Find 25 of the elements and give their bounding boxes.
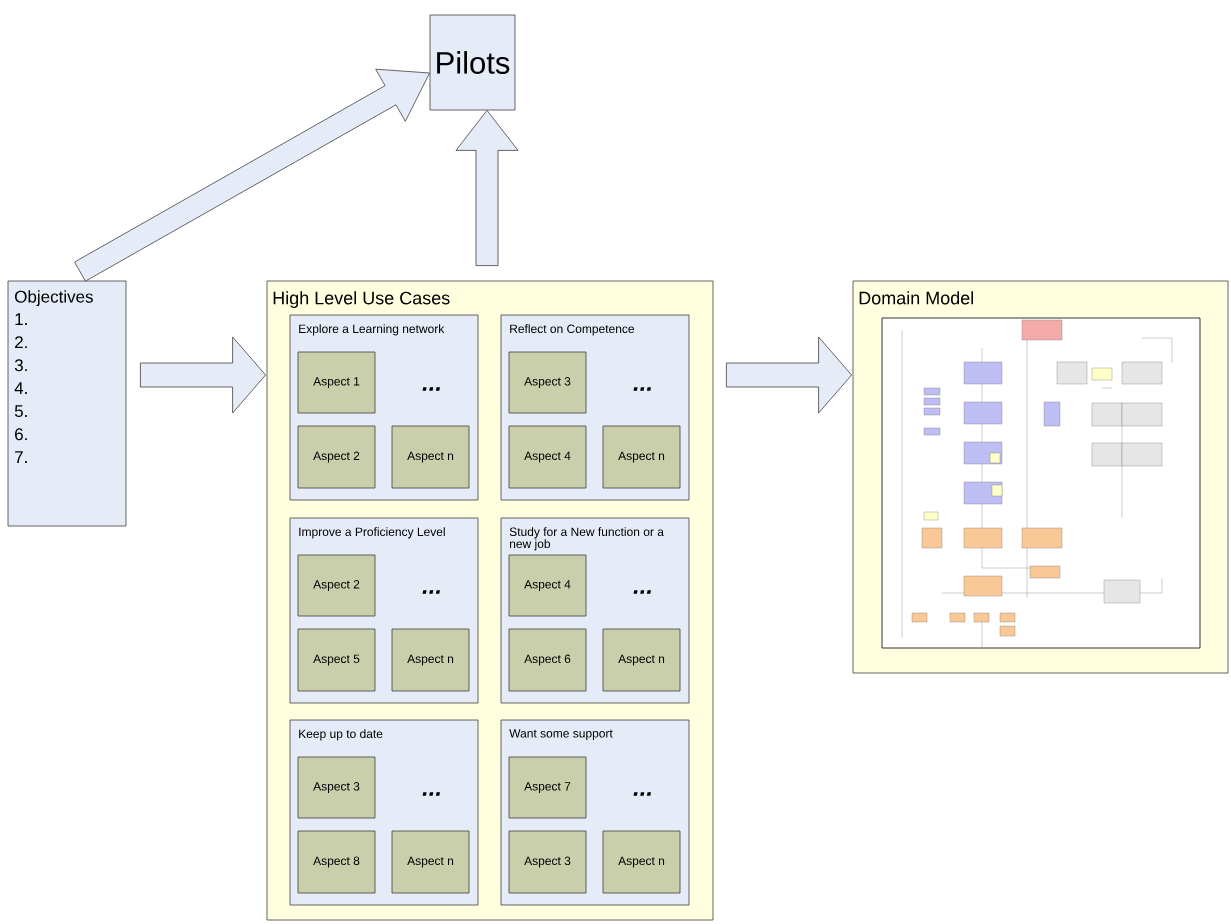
aspect-box: Aspect n (391, 830, 470, 894)
block-arrow (455, 110, 519, 266)
aspect-box: Aspect 1 (297, 351, 376, 414)
aspect-box: Aspect 7 (508, 756, 587, 819)
aspect-box: Aspect 4 (508, 425, 587, 489)
aspect-box: Aspect n (391, 628, 470, 692)
aspect-box: Aspect n (391, 425, 470, 489)
domain-model-drawing (881, 317, 1201, 649)
block-arrow (726, 336, 852, 414)
aspect-box: Aspect 2 (297, 554, 376, 617)
list-box: Objectives 1. 2. 3. 4. 5. 6. 7. (7, 280, 127, 527)
aspect-box: Aspect n (602, 830, 681, 894)
aspect-box: Aspect 6 (508, 628, 587, 692)
aspect-box: Aspect 3 (508, 830, 587, 894)
box: Pilots (429, 14, 516, 111)
aspect-box: Aspect 5 (297, 628, 376, 692)
block-arrow (140, 336, 266, 414)
aspect-box: Aspect 8 (297, 830, 376, 894)
aspect-box: Aspect n (602, 628, 681, 692)
aspect-box: Aspect n (602, 425, 681, 489)
block-arrow (74, 68, 430, 282)
aspect-box: Aspect 2 (297, 425, 376, 489)
aspect-box: Aspect 4 (508, 554, 587, 617)
aspect-box: Aspect 3 (297, 756, 376, 819)
aspect-box: Aspect 3 (508, 351, 587, 414)
